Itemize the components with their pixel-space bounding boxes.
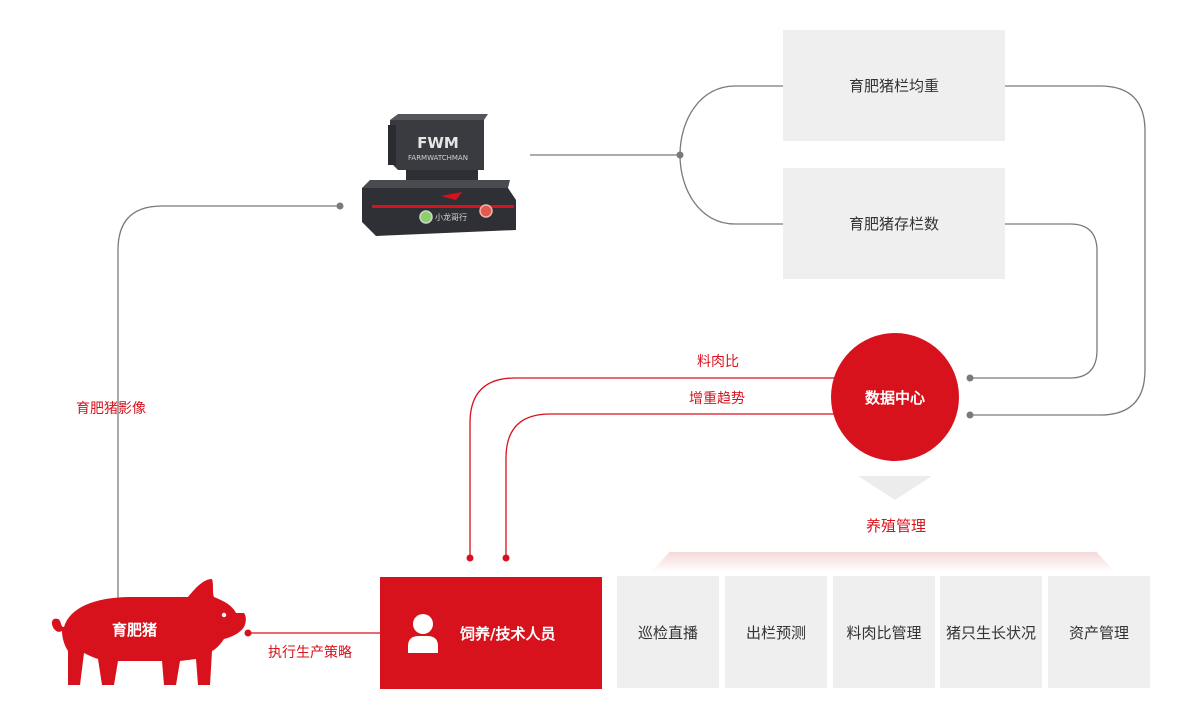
module-inspection-live: 巡检直播	[617, 576, 719, 688]
module-feed-ratio-management: 料肉比管理	[833, 576, 935, 688]
pig-icon	[51, 579, 246, 685]
device-logo: FWM	[417, 134, 459, 152]
device-product-name: 小龙哥行	[435, 212, 467, 222]
metric-box-avg-weight: 育肥猪栏均重	[783, 30, 1005, 141]
pig-image-label: 育肥猪影像	[76, 401, 146, 417]
down-arrow-icon	[858, 476, 932, 500]
metric-box-pen-count: 育肥猪存栏数	[783, 168, 1005, 279]
metric-label: 育肥猪栏均重	[848, 77, 939, 95]
device-brand: FARMWATCHMAN	[408, 154, 468, 162]
metric-label: 育肥猪存栏数	[848, 215, 939, 233]
management-title: 养殖管理	[866, 517, 927, 535]
module-label: 料肉比管理	[846, 623, 922, 642]
weight-trend-label: 增重趋势	[689, 391, 745, 407]
module-label: 资产管理	[1068, 623, 1129, 642]
farmwatchman-device-image: FWM FARMWATCHMAN 小龙哥行	[362, 114, 516, 236]
staff-node: 饲养/技术人员	[380, 577, 602, 689]
staff-label: 饲养/技术人员	[460, 624, 556, 643]
data-center-node: 数据中心	[831, 333, 959, 461]
execute-strategy-label: 执行生产策略	[268, 645, 352, 661]
module-label: 巡检直播	[637, 623, 698, 642]
module-pig-growth-status: 猪只生长状况	[940, 576, 1042, 688]
data-center-label: 数据中心	[864, 388, 925, 407]
module-asset-management: 资产管理	[1048, 576, 1150, 688]
module-label: 猪只生长状况	[945, 623, 1036, 642]
pig-label: 育肥猪	[112, 621, 158, 639]
module-slaughter-forecast: 出栏预测	[725, 576, 827, 688]
management-header-bar	[651, 552, 1115, 572]
feed-meat-ratio-label: 料肉比	[697, 354, 739, 370]
module-label: 出栏预测	[745, 623, 806, 642]
person-icon	[408, 614, 438, 653]
